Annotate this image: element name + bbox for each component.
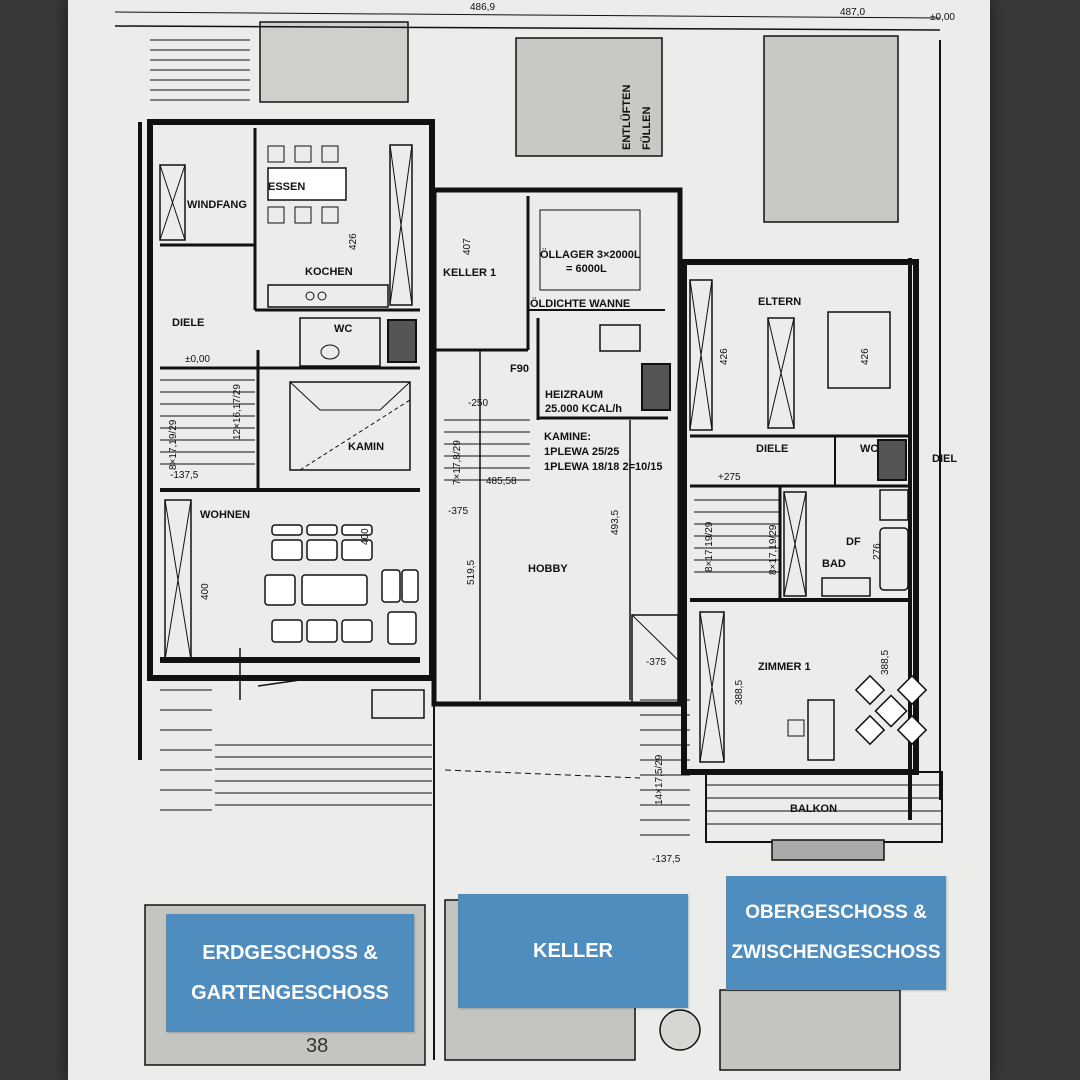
dimension-label: -137,5 [652,854,681,865]
room-label: HEIZRAUM [545,389,603,401]
dimension-label: 487,0 [840,7,865,18]
room-label: 1PLEWA 25/25 [544,446,619,458]
stair-annotation: 12×16,17/29 [232,384,243,440]
dimension-label: 400 [360,528,371,545]
stairs [150,39,250,101]
dimension-label: 276 [872,543,883,560]
basement-label-line1: KELLER [533,940,613,962]
ground-floor-label: ERDGESCHOSS & GARTENGESCHOSS [166,914,414,1032]
room-label: ELTERN [758,296,801,308]
ground-floor-label-line2: GARTENGESCHOSS [191,982,389,1004]
dimension-label: 519,5 [466,560,477,585]
garden-bed [763,35,899,223]
room-label: KELLER 1 [443,267,496,279]
dimension-label: -137,5 [170,470,199,481]
upper-floor-label-line1: OBERGESCHOSS & [745,902,927,923]
room-label: FÜLLEN [640,107,653,150]
room-label: KOCHEN [305,266,353,278]
dimension-label: 388,5 [734,680,745,705]
stair-annotation: 8×17,19/29 [768,524,779,575]
dimension-label: 400 [200,583,211,600]
upper-floor-outline [681,259,919,775]
room-label: BAD [822,558,846,570]
room-label: DF [846,536,861,548]
upper-floor-label: OBERGESCHOSS & ZWISCHENGESCHOSS [726,876,946,990]
dimension-label: 485,58 [486,476,517,487]
room-label: BALKON [790,803,837,815]
room-label: WC [860,443,878,455]
dimension-label: ±0,00 [185,354,210,365]
room-label: ENTLÜFTEN [620,85,633,150]
room-label: DIELE [756,443,788,455]
ground-floor-label-line1: ERDGESCHOSS & [202,942,378,964]
room-label: F90 [510,363,529,375]
dimension-label: 426 [719,348,730,365]
page-number: 38 [306,1035,328,1057]
room-label: ESSEN [268,181,305,193]
dimension-label: 407 [462,238,473,255]
dimension-label: -375 [646,657,666,668]
dimension-label: ±0,00 [930,12,955,23]
dimension-label: 493,5 [610,510,621,535]
room-label: ÖLDICHTE WANNE [530,297,630,310]
upper-floor-label-line2: ZWISCHENGESCHOSS [731,942,941,963]
room-label: HOBBY [528,563,568,575]
basement-outline [431,187,683,707]
room-label: WC [334,323,352,335]
stair-annotation: 8×17,19/29 [168,419,179,470]
room-label: DIEL [932,453,957,465]
dimension-label: +275 [718,472,741,483]
room-label: WOHNEN [200,509,250,521]
room-label: 1PLEWA 18/18 2=10/15 [544,461,663,473]
dimension-label: 388,5 [880,650,891,675]
room-label: ZIMMER 1 [758,661,811,673]
floor-plan-paper: ESSEN WINDFANG KOCHEN DIELE WC KAMIN WOH… [68,0,990,1080]
stair-annotation: 14×17,5/29 [654,754,665,805]
dimension-label: -375 [448,506,468,517]
dimension-label: 486,9 [470,2,495,13]
room-label: = 6000L [566,263,607,275]
garden-bed [515,37,663,157]
room-label: 25.000 KCAL/h [545,403,622,415]
room-label: DIELE [172,317,204,329]
basement-label: KELLER [458,894,688,1008]
dimension-label: 426 [860,348,871,365]
stair-annotation: 7×17,8/29 [452,440,463,485]
room-label: KAMIN [348,441,384,453]
garden-bed [259,21,409,103]
room-label: WINDFANG [187,199,247,211]
floor-plan-drawing: ESSEN WINDFANG KOCHEN DIELE WC KAMIN WOH… [114,2,957,1071]
stair-annotation: 8×17,19/29 [704,521,715,572]
room-label: ÖLLAGER 3×2000L [540,248,641,261]
dimension-label: 426 [348,233,359,250]
dimension-label: -250 [468,398,488,409]
room-label: KAMINE: [544,431,591,443]
